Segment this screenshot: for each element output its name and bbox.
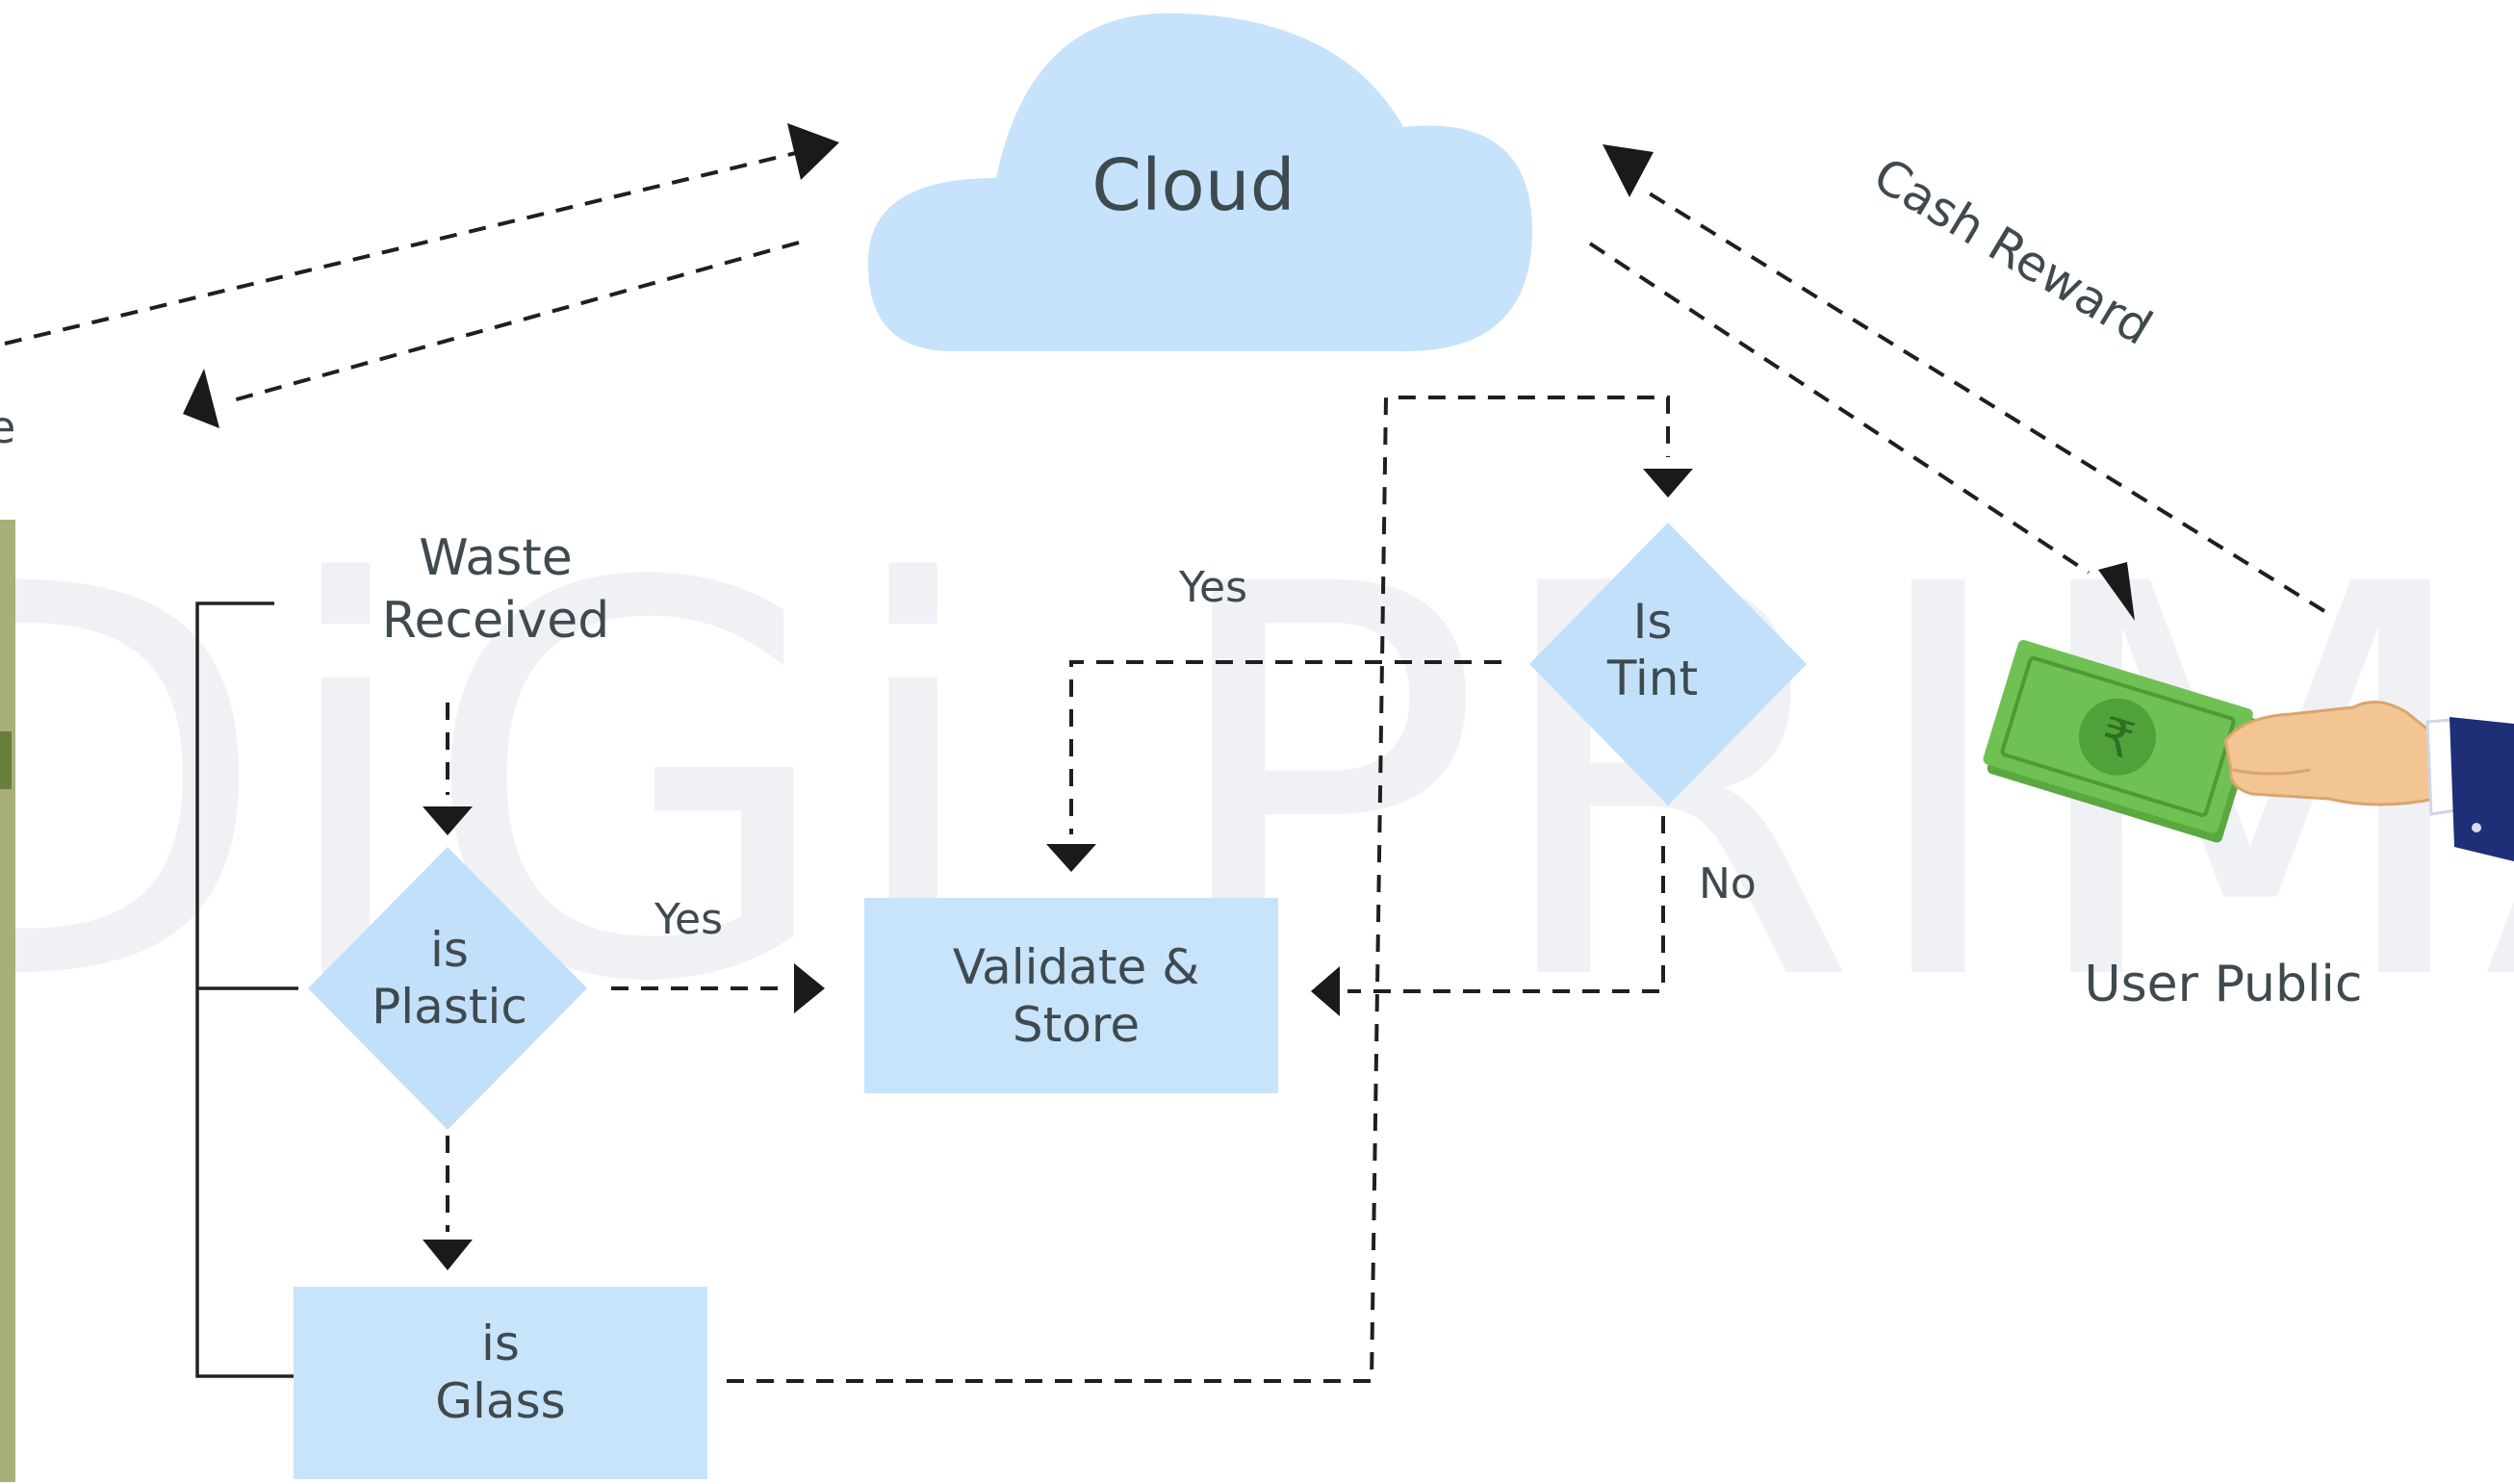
- is-plastic-line1: is: [430, 922, 469, 978]
- label-tint-no: No: [1699, 859, 1757, 908]
- arrow-left-to-cloud: [787, 123, 839, 180]
- is-glass-line2: Glass: [435, 1373, 565, 1429]
- user-public-label: User Public: [2085, 956, 2363, 1013]
- is-plastic-decision: is Plastic: [308, 847, 587, 1130]
- arrow-tint-yes: [1046, 844, 1096, 872]
- currency-circle-icon: [2078, 698, 2156, 776]
- cloud-shape: Cloud: [867, 13, 1532, 352]
- partial-left-label: e: [0, 401, 15, 453]
- edge-user-to-cloud: [1646, 191, 2326, 613]
- left-photo-strip: [0, 520, 15, 1482]
- waste-received-line2: Received: [382, 592, 610, 650]
- connectors: [4, 123, 2326, 1383]
- validate-store-node: Validate & Store: [864, 898, 1278, 1093]
- left-bracket: [195, 601, 298, 1378]
- label-plastic-yes: Yes: [654, 895, 723, 944]
- is-plastic-line2: Plastic: [372, 979, 527, 1035]
- edge-glass-to-tint: [727, 396, 1670, 1383]
- arrow-waste-to-plastic: [423, 806, 473, 835]
- arrow-cloud-to-left: [183, 369, 219, 428]
- label-cash-reward: Cash Reward: [1864, 147, 2162, 356]
- cloud-label: Cloud: [1091, 144, 1295, 227]
- waste-received-line1: Waste: [419, 529, 572, 587]
- label-tint-yes: Yes: [1178, 563, 1247, 612]
- arrow-plastic-to-glass: [423, 1240, 473, 1270]
- edge-tint-yes: [1069, 660, 1501, 834]
- waste-received-node: Waste Received: [382, 529, 610, 650]
- validate-store-line1: Validate &: [953, 939, 1199, 995]
- sleeve: [2450, 717, 2514, 861]
- arrow-cloud-to-user: [2098, 562, 2135, 621]
- edge-cloud-to-user: [1588, 242, 2091, 575]
- arrow-tint-no: [1311, 966, 1340, 1016]
- arrow-plastic-yes: [794, 963, 825, 1013]
- edge-left-to-cloud: [4, 149, 805, 345]
- is-tint-line2: Tint: [1606, 651, 1698, 706]
- is-tint-line1: Is: [1633, 594, 1673, 650]
- is-glass-node: is Glass: [294, 1287, 707, 1479]
- arrow-glass-to-tint: [1643, 469, 1693, 498]
- cash-hand-illustration: ₹: [1983, 640, 2514, 861]
- edge-cloud-to-left: [225, 241, 800, 404]
- is-glass-line1: is: [481, 1316, 520, 1371]
- is-tint-decision: Is Tint: [1529, 523, 1807, 806]
- arrow-user-to-cloud: [1603, 144, 1654, 197]
- validate-store-line2: Store: [1013, 997, 1140, 1053]
